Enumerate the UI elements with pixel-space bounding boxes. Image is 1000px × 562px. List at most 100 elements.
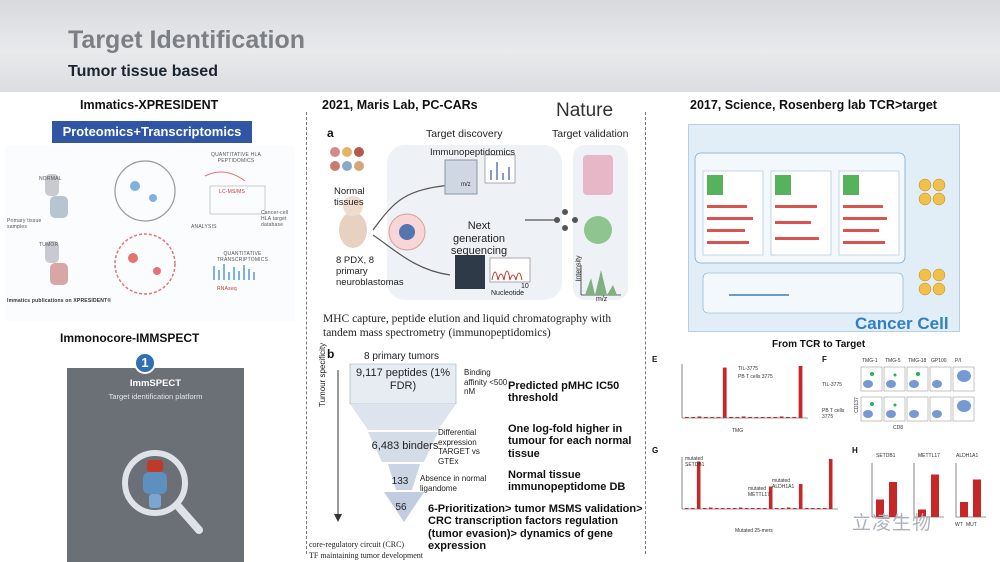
differential-expression-label: Differential expression TARGET vs GTEx (438, 428, 480, 466)
column-divider-right (645, 112, 646, 554)
right-column-title: 2017, Science, Rosenberg lab TCR>target (690, 98, 937, 112)
bar (696, 461, 701, 509)
immunocore-title: Immonocore-IMMSPECT (60, 331, 200, 345)
bar (798, 484, 803, 509)
magnifier-icon (122, 450, 188, 516)
panel-h-wt: WT (955, 522, 963, 528)
funnel-slope-1 (350, 404, 456, 430)
panel-f-col-4: GP100 (931, 358, 947, 364)
bar (738, 507, 743, 509)
prioritization-steps: 6-Prioritization> tumor MSMS validation>… (428, 503, 643, 552)
panel-h-title-2: METTL17 (918, 453, 940, 459)
bar (810, 508, 815, 509)
arrow-to-seq (372, 234, 451, 276)
watermark-text: 立凌生物 (852, 513, 933, 534)
panel-h-chart (871, 463, 986, 518)
bar (779, 416, 784, 418)
log-fold-criterion: One log-fold higher in tumour for each n… (508, 423, 632, 460)
primary-tumors-label: 8 primary tumors (364, 351, 440, 362)
receptor-stem (149, 494, 161, 508)
h-bar (931, 474, 939, 517)
ms-mz-label: m/z (461, 182, 471, 188)
bar (684, 416, 689, 418)
slide-subtitle: Tumor tissue based (68, 63, 218, 80)
tumor-organ-icon (50, 263, 68, 285)
footnote-crc: core-regulatory circuit (CRC) (309, 540, 405, 549)
intensity-label: Intensity (575, 255, 583, 282)
panel-h-title-3: ALDH1A1 (956, 453, 979, 459)
immspect-title: ImmSPECT (129, 378, 182, 389)
magnifier-handle (173, 501, 203, 534)
funnel-step-3: 133 (391, 476, 409, 487)
journal-name: Nature (556, 100, 614, 121)
pipeline-diagram (330, 145, 628, 300)
footnote-tf: TF maintaining tumor development (309, 551, 423, 560)
bar (786, 507, 791, 509)
bar (773, 417, 778, 418)
immspect-subtitle: Target identification platform (108, 392, 203, 401)
bar (780, 508, 785, 509)
nucleotide-ten: 10 (521, 283, 529, 290)
bar (792, 417, 797, 418)
tumour-specificity-label: Tumour specificity (318, 342, 327, 407)
tumor-tissue-icon (45, 241, 59, 263)
sequencer-icon (455, 255, 485, 289)
panel-e-chart (681, 364, 808, 419)
bar (722, 367, 727, 418)
panel-f-col-2: TMG-5 (885, 358, 901, 364)
bar (714, 508, 719, 509)
h-bar (973, 479, 981, 517)
bar (828, 459, 833, 509)
funnel-level-4 (384, 492, 424, 522)
target-discovery-label: Target discovery (426, 128, 503, 140)
cancer-cell-figure (688, 124, 960, 332)
funnel-diagram (334, 363, 457, 522)
bar (750, 508, 755, 509)
panel-f-xaxis: CD8 (893, 425, 904, 431)
rnaseq-bars (213, 264, 255, 280)
bar (741, 416, 746, 418)
normal-tissues-label: Normal tissues (334, 186, 365, 208)
chromatogram-trace (491, 270, 523, 281)
panel-h-letter: H (852, 446, 858, 455)
receptor-icon (143, 472, 167, 494)
panel-f-letter: F (822, 355, 827, 364)
tumor-label: TUMOR (39, 242, 59, 248)
bar (822, 508, 827, 509)
bar (748, 416, 752, 418)
bar (735, 417, 740, 418)
bar (729, 416, 733, 418)
baby-head-icon (343, 196, 363, 216)
funnel-step-1: 9,117 peptides (1% FDR) (356, 367, 450, 393)
nucleotide-label: Nucleotide (491, 290, 525, 297)
panel-f-col-3: TMG-18 (908, 358, 927, 364)
panel-g-label-mettl17: mutated METTL17 (748, 486, 770, 498)
panel-g-chart (681, 457, 838, 510)
cancer-targets-label: Cancer-cell HLA target database (261, 210, 289, 228)
funnel-step-2: 6,483 binders (371, 440, 439, 452)
tcr-to-target-heading: From TCR to Target (772, 339, 866, 350)
panel-e-legend-til: TIL-3775 (738, 366, 759, 372)
bar (774, 508, 779, 509)
bar (703, 416, 708, 418)
bar (720, 508, 725, 509)
h-bar (918, 509, 926, 517)
panel-h-title-1: SETDB1 (876, 453, 896, 459)
normal-db-criterion: Normal tissue immunopeptidome DB (508, 469, 626, 494)
arrow-curve (204, 171, 246, 182)
panel-e-xlabel: TMG (732, 428, 744, 434)
arrow-to-ms (372, 184, 451, 231)
xpresident-diagram (45, 160, 266, 295)
rna-cube-icon (775, 175, 791, 195)
h-bar (960, 502, 968, 517)
bar (762, 508, 767, 509)
bar (756, 508, 761, 509)
quant-trans-label: QUANTITATIVE TRANSCRIPTOMICS (216, 251, 269, 263)
funnel-level-2 (368, 432, 438, 462)
target-validation-label: Target validation (552, 128, 629, 140)
primary-tissue-label: Primary tissue samples (7, 218, 42, 230)
panel-g-label-setdb1: mutated SETDB1 (685, 456, 705, 468)
pipeline-caption: MHC capture, peptide elution and liquid … (323, 313, 612, 340)
panel-f-row-2: PB T cells 3775 (822, 408, 845, 420)
bar (708, 507, 713, 509)
